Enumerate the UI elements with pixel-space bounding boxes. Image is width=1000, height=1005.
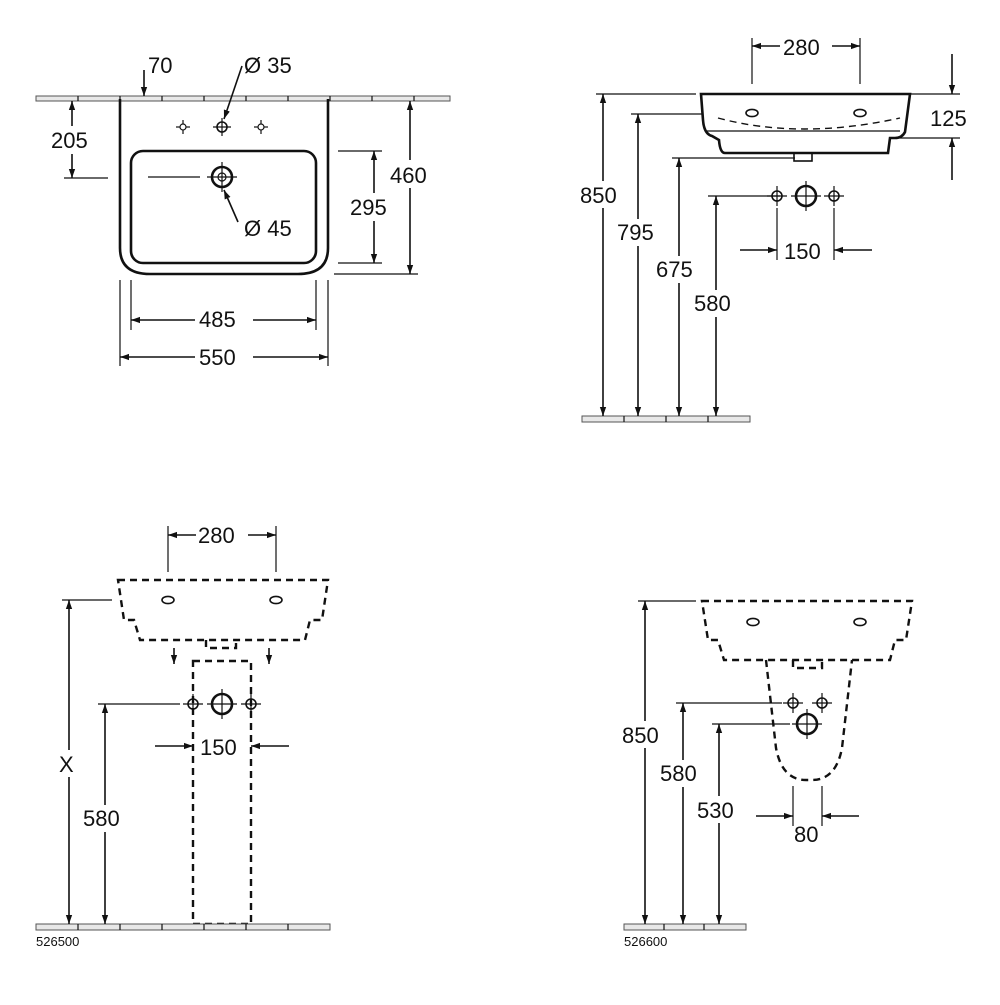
dim-waste-distance: 205 — [51, 128, 88, 153]
basin-dashed-outline — [700, 599, 914, 662]
waste-outlet-icon — [205, 160, 239, 194]
dim-basin-height: 125 — [930, 106, 967, 131]
supply-right-icon — [240, 693, 262, 715]
waste-connection-icon — [790, 707, 824, 741]
fixing-hole-left-icon — [161, 595, 175, 605]
dim-waste-height: 530 — [697, 798, 734, 823]
dim-variable-height: X — [59, 752, 74, 777]
waste-connection-icon — [205, 687, 239, 721]
supply-right-icon — [823, 185, 845, 207]
tap-hole-left-icon — [175, 119, 191, 135]
dim-waste-height: 675 — [656, 257, 693, 282]
supply-left-icon — [766, 185, 788, 207]
dim-supply-spacing: 80 — [794, 822, 818, 847]
waste-connection-icon — [789, 179, 823, 213]
floor-line — [35, 923, 331, 931]
semi-pedestal-outline — [764, 659, 854, 782]
dim-rim-height: 850 — [580, 183, 617, 208]
top-view: 70 Ø 35 205 460 295 Ø 45 485 550 — [35, 53, 451, 370]
dim-tap-hole-diameter: Ø 35 — [244, 53, 292, 78]
basin-dashed-outline — [116, 578, 330, 642]
dim-supply-height: 580 — [660, 761, 697, 786]
dim-fixing-distance: 280 — [198, 523, 235, 548]
dim-bowl-depth: 295 — [350, 195, 387, 220]
article-code: 526500 — [36, 934, 79, 949]
bowl-outline — [129, 149, 318, 265]
dim-fixing-height: 795 — [617, 220, 654, 245]
floor-line — [581, 415, 751, 423]
supply-right-icon — [811, 692, 833, 714]
dim-fixing-distance: 280 — [783, 35, 820, 60]
dim-tap-offset: 70 — [148, 53, 172, 78]
dim-rim-height: 850 — [622, 723, 659, 748]
dim-basin-width: 550 — [199, 345, 236, 370]
wall-line — [35, 95, 451, 102]
semi-pedestal-view: 850 580 530 80 526600 — [620, 599, 914, 949]
dim-supply-height: 580 — [694, 291, 731, 316]
dim-basin-depth: 460 — [390, 163, 427, 188]
basin-outline — [118, 99, 330, 276]
pedestal-view: 280 X 580 150 526500 — [35, 521, 331, 949]
tap-hole-right-icon — [253, 119, 269, 135]
fixing-hole-right-icon — [269, 595, 283, 605]
fixing-hole-right-icon — [853, 617, 867, 627]
dim-bowl-width: 485 — [199, 307, 236, 332]
side-view: 280 125 850 795 675 580 15 — [578, 33, 967, 423]
dim-supply-spacing: 150 — [784, 239, 821, 264]
fixing-hole-left-icon — [746, 617, 760, 627]
basin-profile — [699, 92, 912, 155]
dim-waste-diameter: Ø 45 — [244, 216, 292, 241]
fixing-hole-left-icon — [745, 108, 759, 118]
dim-supply-spacing: 150 — [200, 735, 237, 760]
fixing-hole-right-icon — [853, 108, 867, 118]
supply-left-icon — [182, 693, 204, 715]
article-code: 526600 — [624, 934, 667, 949]
supply-left-icon — [782, 692, 804, 714]
dim-supply-height: 580 — [83, 806, 120, 831]
tap-hole-center-icon — [212, 117, 232, 137]
floor-line — [623, 923, 747, 931]
